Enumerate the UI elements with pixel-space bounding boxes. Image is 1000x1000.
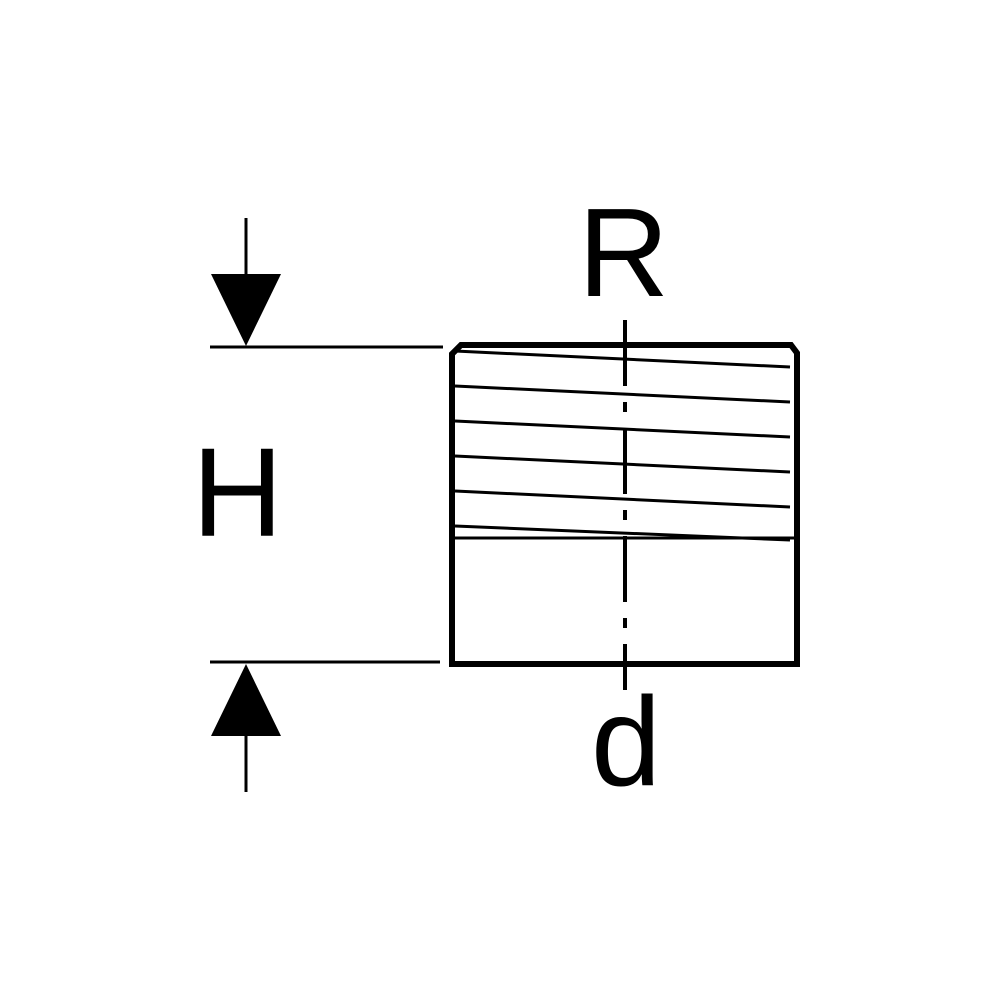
coupler-outline bbox=[449, 342, 800, 667]
thread-line-4 bbox=[454, 454, 791, 474]
bottom-arrowhead bbox=[211, 664, 281, 736]
thread-line-6 bbox=[454, 524, 791, 542]
thread-line-3 bbox=[454, 419, 791, 439]
diameter-label: d bbox=[591, 671, 662, 812]
thread-lines bbox=[454, 349, 791, 542]
threaded-coupler bbox=[449, 320, 800, 690]
height-label: H bbox=[192, 422, 283, 563]
thread-line-2 bbox=[454, 384, 791, 404]
top-arrowhead bbox=[211, 274, 281, 346]
height-dimension bbox=[210, 218, 443, 792]
thread-line-5 bbox=[454, 489, 791, 509]
thread-label: R bbox=[578, 182, 669, 323]
thread-line-1 bbox=[454, 349, 791, 369]
